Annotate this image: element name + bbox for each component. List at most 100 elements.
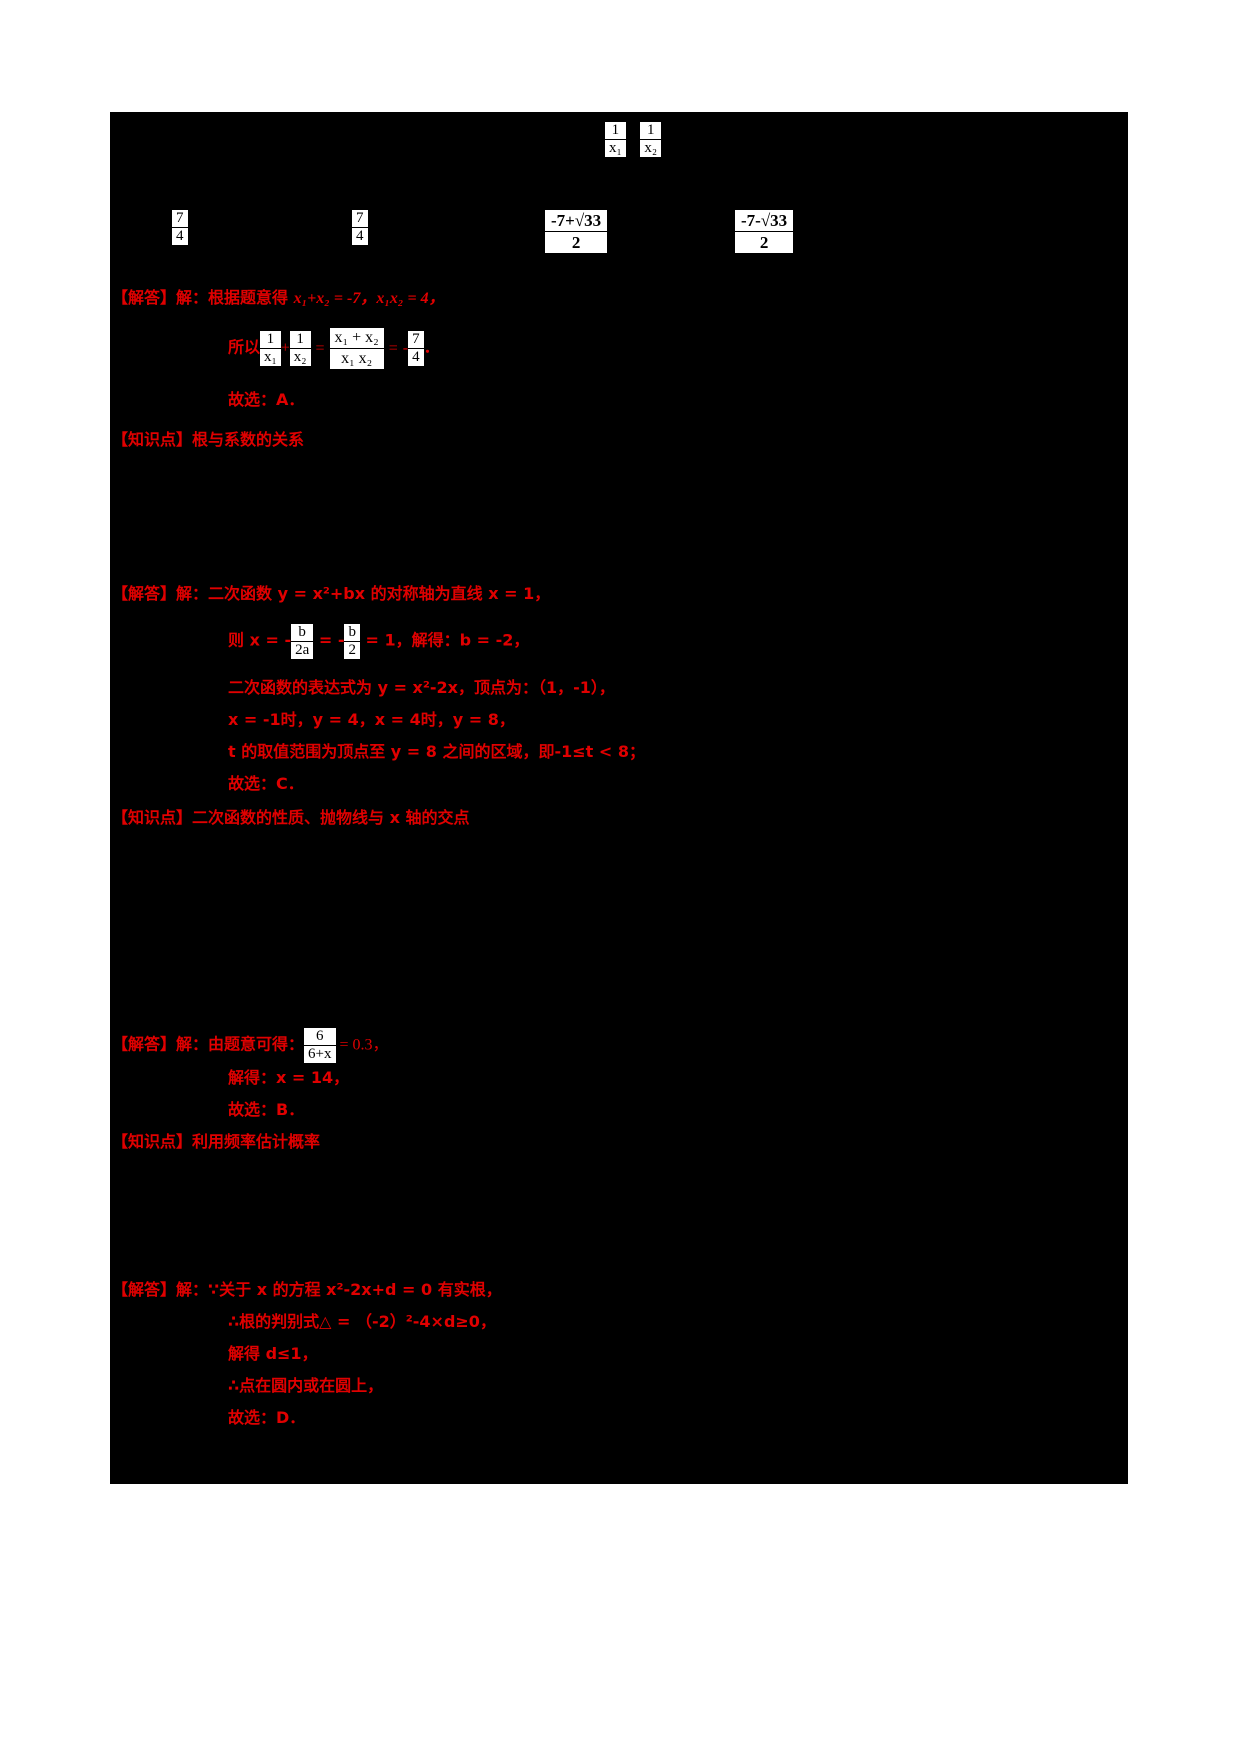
- equals-sign: =: [315, 339, 325, 357]
- fraction-one-over-x1: 1 x₁: [605, 122, 626, 157]
- solution-line-text: 二次函数的表达式为 y = x²-2x，顶点为：（1，-1），: [228, 678, 615, 697]
- solution-line-suffix: = 1，解得：b = -2，: [359, 630, 530, 650]
- solution-2-line-5: t 的取值范围为顶点至 y = 8 之间的区域，即-1≤t < 8；: [228, 744, 645, 761]
- fraction-numerator: b: [291, 624, 314, 642]
- solution-line-text: 故选：D．: [228, 1408, 306, 1427]
- solution-line-text: ∴点在圆内或在圆上，: [228, 1376, 384, 1395]
- solution-line-text: 解：根据题意得: [176, 288, 294, 307]
- fraction-denominator: 4: [356, 228, 364, 244]
- solution-label: 【解答】: [112, 288, 177, 307]
- fraction-numerator: 7: [408, 331, 424, 349]
- fraction-denominator: x₁: [264, 349, 277, 365]
- solution-line-text: 解得 d≤1，: [228, 1344, 318, 1363]
- solution-line-text: 故选：B．: [228, 1100, 305, 1119]
- solution-label: 【解答】: [112, 1280, 177, 1299]
- fraction-denominator: 2: [759, 233, 769, 252]
- fraction-denominator: 4: [176, 228, 184, 244]
- solution-line-prefix: 解：由题意可得：: [176, 1034, 305, 1054]
- fraction-7-over-4: 7 4: [352, 210, 368, 245]
- plus-sign: +: [280, 339, 290, 357]
- choice-fraction-d: -7-√33 2: [735, 210, 794, 253]
- answer-content-panel: 1 x₁ 1 x₂ 7 4 7 4 -7+√33 2: [110, 112, 1128, 1484]
- fraction-numerator: -7+√33: [545, 210, 608, 232]
- solution-2-line-4: x = -1时，y = 4，x = 4时，y = 8，: [228, 712, 515, 729]
- solution-4-line-2: ∴根的判别式△ = （-2）²-4×d≥0，: [228, 1314, 496, 1331]
- solution-line-text: t 的取值范围为顶点至 y = 8 之间的区域，即-1≤t < 8；: [228, 742, 645, 761]
- fraction-numerator: -7-√33: [735, 210, 794, 232]
- knowledge-label: 【知识点】: [112, 808, 193, 827]
- solution-line-prefix: 所以: [228, 337, 261, 357]
- choice-fraction-c: -7+√33 2: [545, 210, 608, 253]
- fraction-numerator: b: [344, 624, 360, 642]
- fraction-numerator: 1: [640, 122, 662, 140]
- solution-line-text: x = -1时，y = 4，x = 4时，y = 8，: [228, 710, 515, 729]
- solution-line-text: 解得：x = 14，: [228, 1068, 350, 1087]
- solution-1-line-3: 故选：A．: [228, 392, 304, 409]
- fraction-numerator: 6: [304, 1028, 336, 1046]
- fraction-numerator: 7: [352, 210, 368, 228]
- solution-line-text: 故选：A．: [228, 390, 305, 409]
- fraction-denominator: 4: [412, 349, 420, 365]
- fraction-numerator: 1: [260, 331, 281, 349]
- solution-2-line-3: 二次函数的表达式为 y = x²-2x，顶点为：（1，-1），: [228, 680, 615, 697]
- solution-label: 【解答】: [112, 1034, 177, 1054]
- solution-line-mid: = -: [313, 630, 345, 650]
- fraction-denominator: 2: [348, 642, 356, 658]
- solution-3-line-2: 解得：x = 14，: [228, 1070, 349, 1087]
- solution-line-suffix: ．: [423, 337, 440, 357]
- solution-2-line-6: 故选：C．: [228, 776, 304, 793]
- solution-4-line-1: 【解答】解：∵关于 x 的方程 x²-2x+d = 0 有实根，: [112, 1282, 502, 1299]
- fraction-denominator: x₂: [293, 349, 307, 365]
- solution-2-knowledge-point: 【知识点】二次函数的性质、抛物线与 x 轴的交点: [112, 810, 469, 827]
- fraction-denominator: 2a: [295, 642, 310, 658]
- choice-fraction-a: 7 4: [172, 210, 188, 245]
- solution-line-text: 解：二次函数 y = x²+bx 的对称轴为直线 x = 1，: [176, 584, 551, 603]
- fraction-7-over-4: 7 4: [172, 210, 188, 245]
- knowledge-label: 【知识点】: [112, 430, 193, 449]
- fraction-denominator: x₁: [609, 140, 622, 156]
- knowledge-text: 二次函数的性质、抛物线与 x 轴的交点: [192, 808, 470, 827]
- fraction-one-over-x2: 1 x₂: [640, 122, 662, 157]
- solution-line-text: 解：∵关于 x 的方程 x²-2x+d = 0 有实根，: [176, 1280, 502, 1299]
- solution-line-text: 故选：C．: [228, 774, 304, 793]
- fraction-denominator: x₂: [644, 140, 658, 156]
- fraction-denominator: x₁ x₂: [341, 350, 373, 367]
- knowledge-label: 【知识点】: [112, 1132, 193, 1151]
- fraction-denominator: 6+x: [308, 1046, 332, 1062]
- solution-line-text: ∴根的判别式△ = （-2）²-4×d≥0，: [228, 1312, 496, 1331]
- knowledge-text: 利用频率估计概率: [192, 1132, 321, 1151]
- knowledge-text: 根与系数的关系: [192, 430, 305, 449]
- top-fraction-group: 1 x₁ 1 x₂: [605, 122, 662, 157]
- solution-3-line-3: 故选：B．: [228, 1102, 304, 1119]
- solution-line-prefix: 则 x = -: [228, 630, 292, 650]
- solution-label: 【解答】: [112, 584, 177, 603]
- fraction-numerator: x₁ + x₂: [329, 328, 384, 349]
- equals-sign: =: [388, 339, 398, 357]
- solution-3-knowledge-point: 【知识点】利用频率估计概率: [112, 1134, 320, 1151]
- fraction-denominator: 2: [571, 233, 581, 252]
- fraction-neg7-plus-sqrt33-over-2: -7+√33 2: [545, 210, 608, 253]
- fraction-numerator: 1: [605, 122, 626, 140]
- solution-4-line-4: ∴点在圆内或在圆上，: [228, 1378, 383, 1395]
- fraction-neg7-minus-sqrt33-over-2: -7-√33 2: [735, 210, 794, 253]
- choice-fraction-b: 7 4: [352, 210, 368, 245]
- fraction-numerator: 7: [172, 210, 188, 228]
- solution-line-suffix: = 0.3，: [335, 1036, 389, 1054]
- minus-sign: -: [402, 339, 409, 357]
- solution-line-math: x₁+x₂ = -7，x₁x₂ = 4，: [293, 290, 445, 307]
- solution-4-line-3: 解得 d≤1，: [228, 1346, 318, 1363]
- solution-1-line-1: 【解答】解：根据题意得 x₁+x₂ = -7，x₁x₂ = 4，: [112, 290, 445, 307]
- solution-4-line-5: 故选：D．: [228, 1410, 305, 1427]
- solution-2-line-1: 【解答】解：二次函数 y = x²+bx 的对称轴为直线 x = 1，: [112, 586, 550, 603]
- fraction-numerator: 1: [289, 331, 311, 349]
